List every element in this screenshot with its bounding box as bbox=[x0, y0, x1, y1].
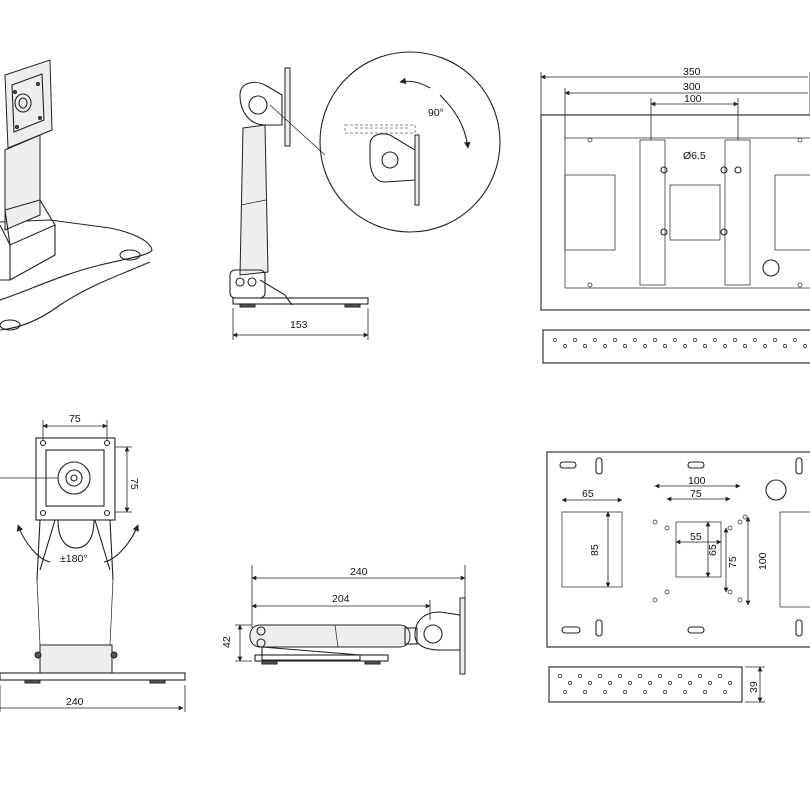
dim-350-label: 350 bbox=[683, 66, 701, 78]
dim-75-height-label: 75 bbox=[128, 478, 140, 490]
swivel-180-label: ±180° bbox=[60, 553, 87, 565]
dim-75-horizontal-label: 75 bbox=[690, 488, 702, 500]
bottom-mounting-plate: 65 100 75 55 85 65 75 100 bbox=[546, 451, 810, 703]
dim-153-label: 153 bbox=[290, 319, 308, 331]
dim-65-horizontal-label: 65 bbox=[582, 488, 594, 500]
top-mounting-plate: 350 300 100 Ø6.5 bbox=[540, 66, 810, 364]
dim-75-width-label: 75 bbox=[69, 413, 81, 425]
front-view-stand: 75 75 ±180° bbox=[0, 413, 186, 712]
perforation-row-top bbox=[553, 338, 807, 348]
perforation-row-bottom bbox=[558, 674, 732, 694]
dim-85-label: 85 bbox=[589, 544, 601, 556]
dim-55-label: 55 bbox=[690, 531, 702, 543]
dim-75-vertical-label: 75 bbox=[727, 556, 739, 568]
dim-100-label: 100 bbox=[684, 93, 702, 105]
hole-diameter-label: Ø6.5 bbox=[683, 150, 706, 162]
dim-240-base-label: 240 bbox=[66, 696, 84, 708]
dim-39-label: 39 bbox=[748, 681, 760, 693]
isometric-stand-view bbox=[0, 59, 153, 331]
dim-100-horizontal-label: 100 bbox=[688, 475, 706, 487]
dim-204-label: 204 bbox=[332, 593, 350, 605]
arm-side-view: 240 204 42 bbox=[221, 565, 466, 675]
rotation-90-label: 90° bbox=[428, 107, 444, 119]
dim-300-label: 300 bbox=[683, 81, 701, 93]
side-view-stand: 153 bbox=[229, 67, 369, 340]
dim-42-label: 42 bbox=[221, 636, 233, 648]
dim-100-vertical-label: 100 bbox=[757, 552, 769, 570]
rotation-detail-circle: 90° bbox=[269, 51, 501, 233]
dim-65-vertical-label: 65 bbox=[707, 544, 719, 556]
dim-240-arm-label: 240 bbox=[350, 566, 368, 578]
